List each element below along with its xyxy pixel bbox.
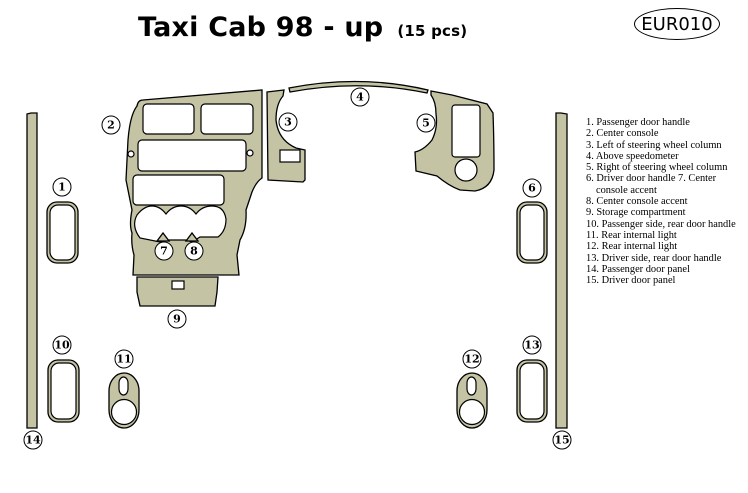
legend-item: 12. Rear internal light: [586, 241, 678, 253]
callout-15: 15: [552, 430, 572, 450]
part-4-above-speedometer: [288, 80, 429, 94]
legend-item: 9. Storage compartment: [586, 207, 686, 219]
callout-5: 5: [416, 113, 436, 133]
part-13-driver-rear-door-handle: [516, 359, 548, 423]
callout-12: 12: [462, 349, 482, 369]
part-code-badge: EUR010: [634, 8, 720, 40]
callout-2: 2: [101, 115, 121, 135]
callout-4: 4: [350, 87, 370, 107]
legend-item: 10. Passenger side, rear door handle: [586, 218, 736, 230]
svg-text:5: 5: [422, 117, 430, 130]
legend-item: 1. Passenger door handle: [586, 117, 690, 128]
legend-item: 11. Rear internal light: [586, 229, 677, 241]
legend-item: 5. Right of steering wheel column: [586, 162, 728, 174]
callout-8: 8: [184, 241, 204, 261]
part-2-center-console: [125, 89, 263, 276]
callout-3: 3: [278, 112, 298, 132]
svg-text:10: 10: [54, 339, 70, 352]
part-5-right-of-steering-wheel-column: [414, 90, 495, 192]
part-10-passenger-rear-door-handle: [47, 359, 80, 423]
svg-text:14: 14: [25, 434, 41, 447]
part-15-driver-door-panel: [555, 112, 568, 429]
svg-text:8: 8: [190, 245, 198, 258]
callout-14: 14: [23, 430, 43, 450]
callout-11: 11: [114, 349, 134, 369]
legend-item: 4. Above speedometer: [586, 150, 679, 162]
parts-legend: 1. Passenger door handle 2. Center conso…: [586, 117, 748, 286]
callout-7: 7: [154, 241, 174, 261]
callout-9: 9: [167, 309, 187, 329]
legend-item: 2. Center console: [586, 128, 659, 140]
part-9-storage-compartment: [136, 276, 219, 307]
callout-13: 13: [522, 335, 542, 355]
legend-item: 6. Driver door handle 7. Center console …: [586, 173, 717, 196]
part-1-passenger-door-handle: [46, 201, 79, 264]
part-3-left-of-steering-wheel-column: [266, 89, 306, 183]
diagram-title: Taxi Cab 98 - up (15 pcs): [138, 12, 467, 43]
svg-text:15: 15: [554, 434, 569, 447]
callout-10: 10: [52, 335, 72, 355]
svg-text:2: 2: [107, 119, 115, 132]
svg-text:4: 4: [356, 91, 364, 104]
svg-text:7: 7: [160, 245, 168, 258]
svg-text:3: 3: [284, 116, 292, 129]
svg-text:13: 13: [524, 339, 539, 352]
legend-item: 14. Passenger door panel: [586, 263, 690, 275]
legend-item: 8. Center console accent: [586, 196, 688, 208]
legend-item: 13. Driver side, rear door handle: [586, 252, 722, 264]
part-14-passenger-door-panel: [26, 112, 38, 429]
part-6-driver-door-handle: [516, 201, 548, 264]
svg-text:12: 12: [464, 353, 479, 366]
title-text: Taxi Cab 98 - up: [138, 12, 384, 43]
legend-item: 15. Driver door panel: [586, 275, 676, 287]
svg-text:9: 9: [173, 313, 181, 326]
svg-text:1: 1: [58, 181, 66, 194]
callout-6: 6: [522, 178, 542, 198]
callout-1: 1: [52, 177, 72, 197]
part-12-rear-internal-light: [456, 372, 488, 429]
svg-text:11: 11: [116, 353, 131, 366]
legend-item: 3. Left of steering wheel column: [586, 139, 722, 151]
piece-count: (15 pcs): [397, 22, 468, 40]
part-11-rear-internal-light: [108, 372, 140, 429]
svg-text:6: 6: [528, 182, 536, 195]
